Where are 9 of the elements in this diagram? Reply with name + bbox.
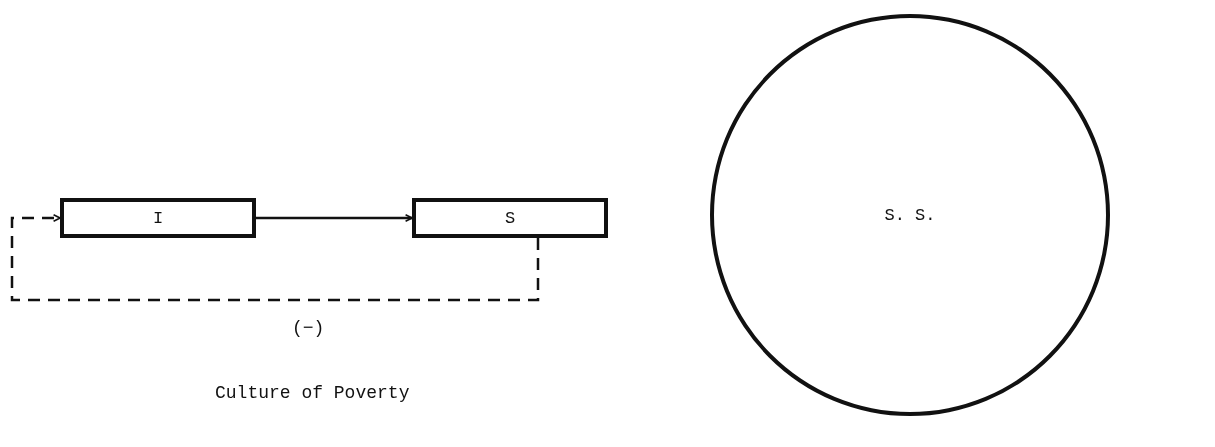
process-box [412, 198, 608, 238]
caption: Culture of Poverty [215, 383, 410, 403]
arrow [256, 214, 413, 222]
node-text: S. S. [884, 205, 936, 225]
circle-node [710, 14, 1110, 416]
process-box [60, 198, 256, 238]
node-text: I [152, 208, 164, 228]
node-text: S [504, 208, 516, 228]
feedback-arrow [10, 214, 540, 302]
